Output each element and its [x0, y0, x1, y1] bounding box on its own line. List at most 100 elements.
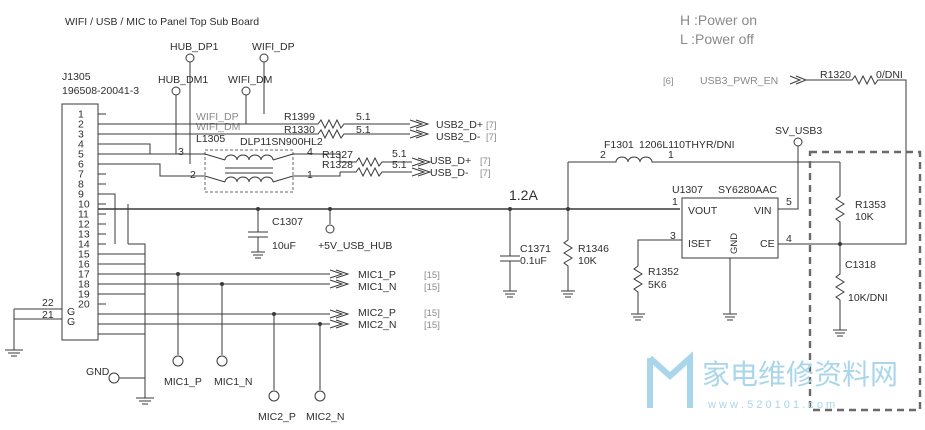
r1328-value: 5.1	[392, 159, 407, 171]
usb2-dp-wire	[98, 118, 410, 130]
l1305-pin-4: 4	[307, 146, 313, 158]
u1307-pinno-3: 3	[670, 230, 676, 242]
mic2-n-test-point	[314, 390, 326, 402]
wifi-dp-label: WIFI_DP	[252, 41, 295, 53]
mount-pin-21: 21	[42, 309, 54, 321]
connector-pin-20: 20	[78, 299, 90, 311]
wifi-dm-label: WIFI_DM	[228, 74, 272, 86]
r1353-symbol	[798, 161, 845, 244]
r1399-ref: R1399	[284, 111, 315, 123]
usb2-dp-pageref: [7]	[486, 120, 497, 131]
mount-ground-icon	[5, 349, 23, 357]
power-note-low: L :Power off	[680, 31, 754, 47]
connector-part: 196508-20041-3	[62, 85, 139, 97]
connector-pin-14: 14	[78, 239, 90, 251]
connector-pin-5: 5	[78, 149, 84, 161]
connector-pin-10: 10	[78, 199, 90, 211]
wifi-dm-test-point	[241, 86, 251, 96]
mic2-n-pageref: [15]	[424, 320, 440, 331]
u1307-value: SY6280AAC	[718, 184, 777, 196]
r1327-ref: R1327	[322, 149, 353, 161]
r1399-value: 5.1	[356, 111, 371, 123]
r1330-ref: R1330	[284, 124, 315, 136]
mic1-p-net: MIC1_P	[358, 269, 396, 281]
r1346-symbol	[561, 209, 575, 298]
l1305-body	[204, 149, 294, 193]
wifi-dp-test-point	[259, 53, 269, 63]
usb-dm-net: USB_D-	[430, 167, 469, 179]
gnd-test-point	[108, 372, 120, 384]
connector-body	[61, 103, 99, 341]
connector-pin-13: 13	[78, 229, 90, 241]
dni-region-border	[808, 150, 922, 412]
mic-offpage-arrows	[329, 269, 350, 329]
u1307-pin-ce: CE	[760, 238, 775, 250]
hub-dm-test-point	[171, 86, 181, 96]
connector-pin-7: 7	[78, 169, 84, 181]
c1318-value: 10K/DNI	[848, 292, 888, 304]
r1353-value: 10K	[855, 211, 874, 223]
r1330-value: 5.1	[356, 124, 371, 136]
u1307-pin-gnd: GND	[729, 233, 740, 254]
mic2-p-label: MIC2_P	[258, 411, 296, 423]
l1305-coils	[224, 154, 274, 183]
r1352-ref: R1352	[648, 266, 679, 278]
usb2-dm-net: USB2_D-	[436, 131, 481, 143]
connector-pin-9: 9	[78, 189, 84, 201]
wifi-dm-net-label: WIFI_DM	[196, 121, 240, 133]
mic1-n-pageref: [15]	[424, 282, 440, 293]
mic2-n-label: MIC2_N	[306, 411, 345, 423]
usb3-pwr-en-arrow	[789, 75, 808, 85]
r1353-ref: R1353	[855, 199, 886, 211]
connector-pin-19: 19	[78, 289, 90, 301]
usb2-dp-net: USB2_D+	[436, 119, 483, 131]
usb3-pwr-en-pageref: [6]	[663, 76, 674, 87]
l1305-ref: L1305	[196, 133, 225, 145]
mic1-p-test-point	[172, 355, 184, 367]
c1318-ref: C1318	[845, 259, 876, 271]
u1307-pin-vin: VIN	[754, 205, 772, 217]
mic1-n-net: MIC1_N	[358, 281, 397, 293]
mic2-n-net: MIC2_N	[358, 319, 397, 331]
c1307-ref: C1307	[272, 216, 303, 228]
connector-pin-17: 17	[78, 269, 90, 281]
watermark-url: w w w . 5 2 0 1 0 1 . c o m	[707, 399, 835, 411]
usb3-pwr-en-net: USB3_PWR_EN	[700, 75, 778, 87]
watermark-text-cn: 家电维修资料网	[702, 358, 898, 391]
mic2-p-net: MIC2_P	[358, 307, 396, 319]
c1318-resistor-symbol	[833, 244, 847, 337]
c1307-value: 10uF	[272, 240, 296, 252]
mic-wires	[98, 273, 330, 390]
r1328-ref: R1328	[322, 159, 353, 171]
usb-dm-wire	[340, 166, 412, 178]
mic1-n-test-point	[216, 355, 228, 367]
connector-pin-2: 2	[78, 119, 84, 131]
u1307-pinno-1: 1	[672, 196, 678, 208]
r1320-value: 0/DNI	[876, 69, 903, 81]
connector-ground-bus	[127, 204, 146, 398]
l1305-pin-2: 2	[190, 169, 196, 181]
connector-pin-4: 4	[78, 139, 84, 151]
connector-ref: J1305	[62, 71, 91, 83]
hub-power-test-point	[325, 224, 335, 234]
connector-pin-8: 8	[78, 179, 84, 191]
r1346-ref: R1346	[578, 243, 609, 255]
u1307-pin-iset: ISET	[688, 238, 712, 250]
usb-dm-pageref: [7]	[480, 168, 491, 179]
usb-dm-offpage-arrow	[411, 167, 432, 177]
watermark-logo-icon	[647, 351, 693, 408]
current-rating: 1.2A	[509, 187, 538, 203]
u1307-pinno-4: 4	[786, 233, 792, 245]
usb-dp-net: USB_D+	[430, 155, 471, 167]
gnd-ground-icon	[136, 397, 154, 405]
hub-dm-label: HUB_DM1	[158, 74, 208, 86]
connector-g-label-1: G	[67, 306, 75, 318]
l1305-out-wires	[272, 153, 341, 183]
usb-dp-wire	[340, 156, 412, 168]
connector-pin-1: 1	[78, 109, 84, 121]
mount-pin-wires	[13, 308, 62, 350]
c1307-symbol	[248, 209, 268, 259]
hub-dp-label: HUB_DP1	[170, 41, 219, 53]
connector-pin-3: 3	[78, 129, 84, 141]
